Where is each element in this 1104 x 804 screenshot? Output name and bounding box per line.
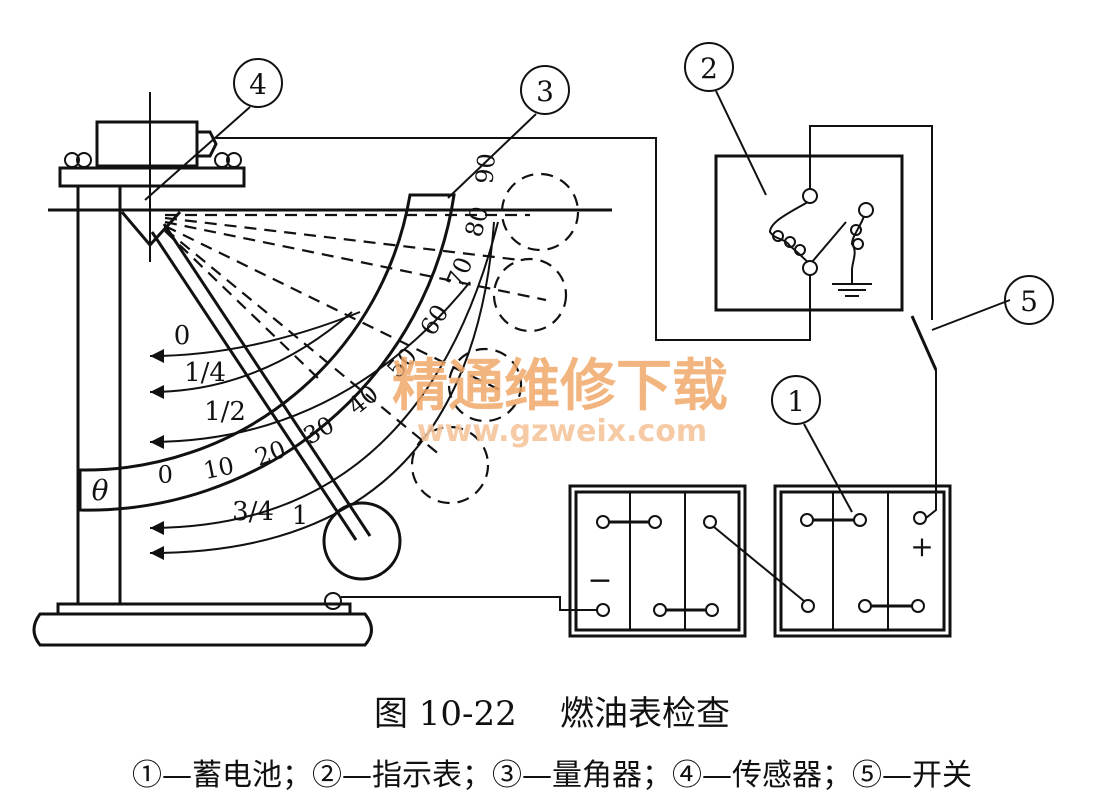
protractor-tick-label: 0 bbox=[157, 460, 173, 489]
callout-3: 3 bbox=[536, 75, 554, 108]
legend-item: ③—量角器 bbox=[492, 758, 642, 793]
fuel-level-label: 1 bbox=[292, 501, 309, 531]
arrow-head bbox=[150, 349, 164, 363]
callout-4: 4 bbox=[249, 68, 267, 101]
protractor-tick-label: 40 bbox=[343, 379, 384, 420]
protractor-theta: θ bbox=[92, 474, 109, 507]
figure-title: 图 10-22 燃油表检查 bbox=[0, 686, 1104, 735]
arrow-head bbox=[150, 521, 164, 535]
float bbox=[322, 501, 402, 581]
fuel-level-label: 1/2 bbox=[204, 397, 246, 427]
callouts: 4 3 2 5 1 bbox=[144, 42, 1054, 513]
watermark-url: www.gzweix.com bbox=[417, 414, 707, 449]
protractor-tick-label: 70 bbox=[441, 253, 479, 292]
legend-item: ②—指示表 bbox=[312, 758, 462, 793]
figure-title-text: 燃油表检查 bbox=[560, 694, 731, 734]
legend-item: ①—蓄电池 bbox=[132, 758, 282, 793]
wiring bbox=[216, 125, 937, 611]
fuel-level-arrow bbox=[149, 221, 495, 554]
figure-number: 图 10-22 bbox=[373, 694, 517, 734]
fuel-level-arrows: 0 1/4 1/2 3/4 1 bbox=[149, 221, 499, 560]
battery-plus-label: + bbox=[910, 530, 933, 563]
battery-left bbox=[568, 484, 747, 638]
fuel-level-arrow bbox=[149, 281, 471, 443]
callout-5: 5 bbox=[1020, 285, 1038, 318]
fuel-level-label: 0 bbox=[174, 321, 191, 351]
callout-2: 2 bbox=[700, 52, 718, 85]
fuel-level-label: 3/4 bbox=[232, 497, 274, 527]
legend-item: ⑤—开关 bbox=[852, 758, 972, 793]
protractor-tick-label: 10 bbox=[201, 451, 237, 485]
callout-1: 1 bbox=[787, 385, 805, 418]
test-stand bbox=[32, 152, 373, 647]
protractor-tick-label: 20 bbox=[251, 435, 289, 472]
arrow-head bbox=[150, 546, 164, 560]
fuel-level-arrow bbox=[149, 311, 353, 393]
legend-item: ④—传感器 bbox=[672, 758, 822, 793]
protractor-tick-label: 90 bbox=[470, 152, 501, 185]
fuel-sensor bbox=[95, 92, 402, 581]
arrow-head bbox=[150, 385, 164, 399]
fuel-level-arrow bbox=[149, 221, 499, 529]
watermark-cn: 精通维修下载 bbox=[392, 354, 728, 419]
dashed-arm-positions bbox=[164, 172, 580, 505]
battery-minus-label: − bbox=[587, 563, 612, 598]
battery-right bbox=[773, 484, 952, 638]
fuel-level-arrow bbox=[149, 311, 361, 357]
figure-legend: ①—蓄电池；②—指示表；③—量角器；④—传感器；⑤—开关 bbox=[132, 758, 972, 793]
arrow-head bbox=[150, 435, 164, 449]
fuel-level-label: 1/4 bbox=[184, 358, 226, 388]
switch bbox=[910, 299, 1011, 371]
